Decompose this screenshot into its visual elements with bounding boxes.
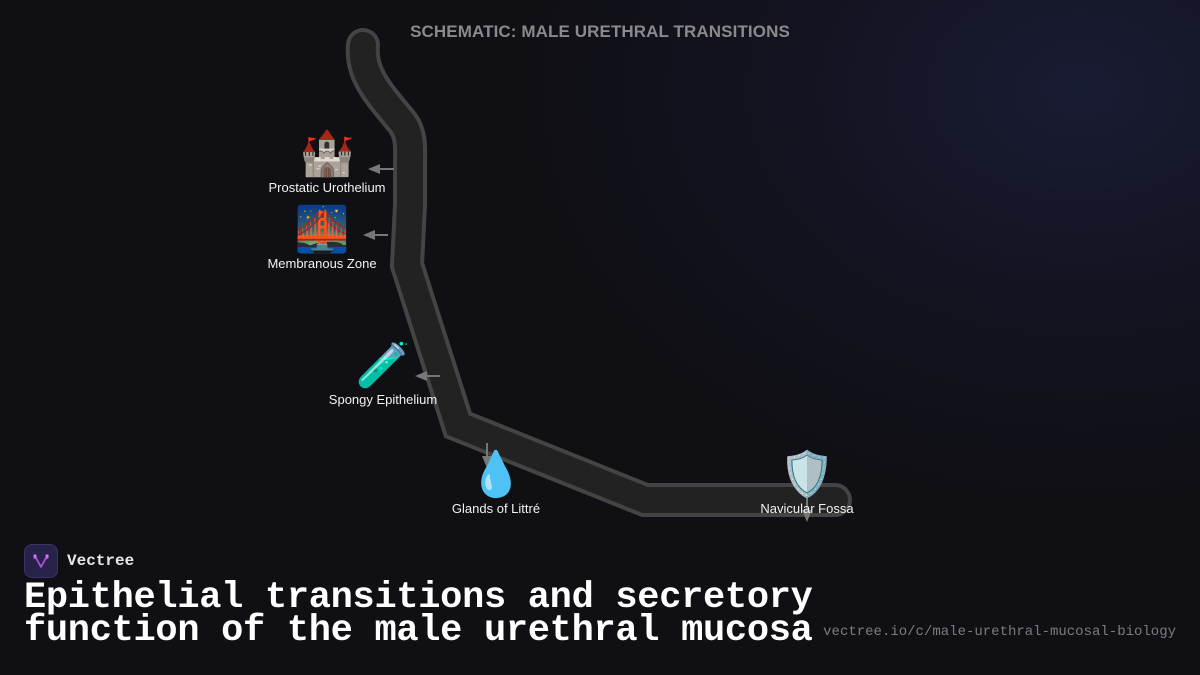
urethra-tube-outline — [345, 28, 852, 517]
source-url[interactable]: vectree.io/c/male-urethral-mucosal-biolo… — [823, 624, 1176, 640]
arrow-membranous — [363, 230, 388, 240]
brand-name: Vectree — [67, 552, 135, 570]
droplet-icon: 💧 — [468, 449, 524, 500]
node-label: Prostatic Urothelium — [268, 180, 386, 195]
diagram-title: SCHEMATIC: MALE URETHRAL TRANSITIONS — [410, 22, 790, 41]
arrow-navicular — [802, 495, 812, 522]
headline: Epithelial transitions and secretory fun… — [24, 580, 813, 650]
brand: Vectree — [24, 544, 134, 578]
bridge-at-night-icon: 🌉 — [294, 204, 350, 255]
arrow-littre — [482, 443, 492, 468]
node-navicular-fossa[interactable]: 🛡️ Navicular Fossa — [752, 449, 862, 517]
shield-icon: 🛡️ — [779, 449, 835, 500]
arrow-spongy — [415, 371, 440, 381]
arrow-prostatic — [368, 164, 394, 174]
node-label: Membranous Zone — [267, 256, 377, 271]
castle-icon: 🏰 — [299, 128, 355, 179]
node-spongy-epithelium[interactable]: 🧪 Spongy Epithelium — [323, 340, 443, 408]
node-membranous-zone[interactable]: 🌉 Membranous Zone — [262, 204, 382, 272]
headline-line-2: function of the male urethral mucosa — [24, 610, 813, 652]
vectree-logo-icon — [24, 544, 58, 578]
test-tube-icon: 🧪 — [355, 340, 411, 391]
node-label: Navicular Fossa — [760, 501, 854, 516]
node-glands-of-littre[interactable]: 💧 Glands of Littré — [441, 449, 551, 517]
node-label: Glands of Littré — [451, 501, 541, 516]
headline-line-1: Epithelial transitions and secretory — [24, 577, 813, 619]
node-label: Spongy Epithelium — [328, 392, 438, 407]
node-prostatic-urothelium[interactable]: 🏰 Prostatic Urothelium — [262, 128, 392, 196]
urethra-tube-lumen — [349, 32, 848, 513]
